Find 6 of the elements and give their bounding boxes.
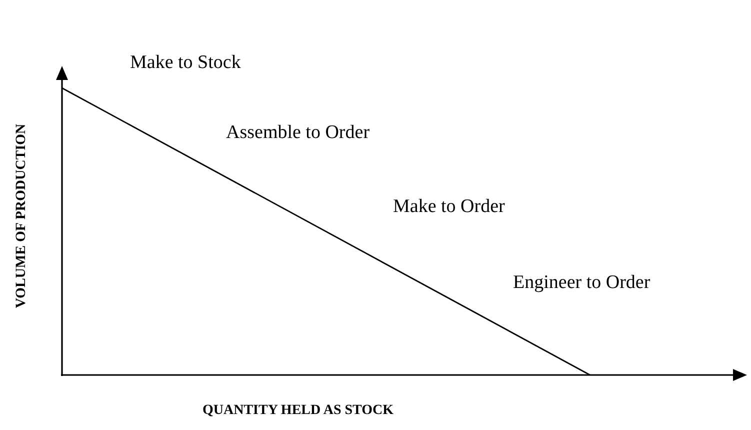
region-label: Make to Order	[393, 196, 505, 218]
region-label: Assemble to Order	[226, 122, 370, 144]
axis-title: QUANTITY HELD AS STOCK	[202, 403, 394, 419]
region-label: Engineer to Order	[513, 272, 650, 294]
axis-title: VOLUME OF PRODUCTION	[14, 124, 30, 308]
region-label: Make to Stock	[130, 52, 241, 74]
